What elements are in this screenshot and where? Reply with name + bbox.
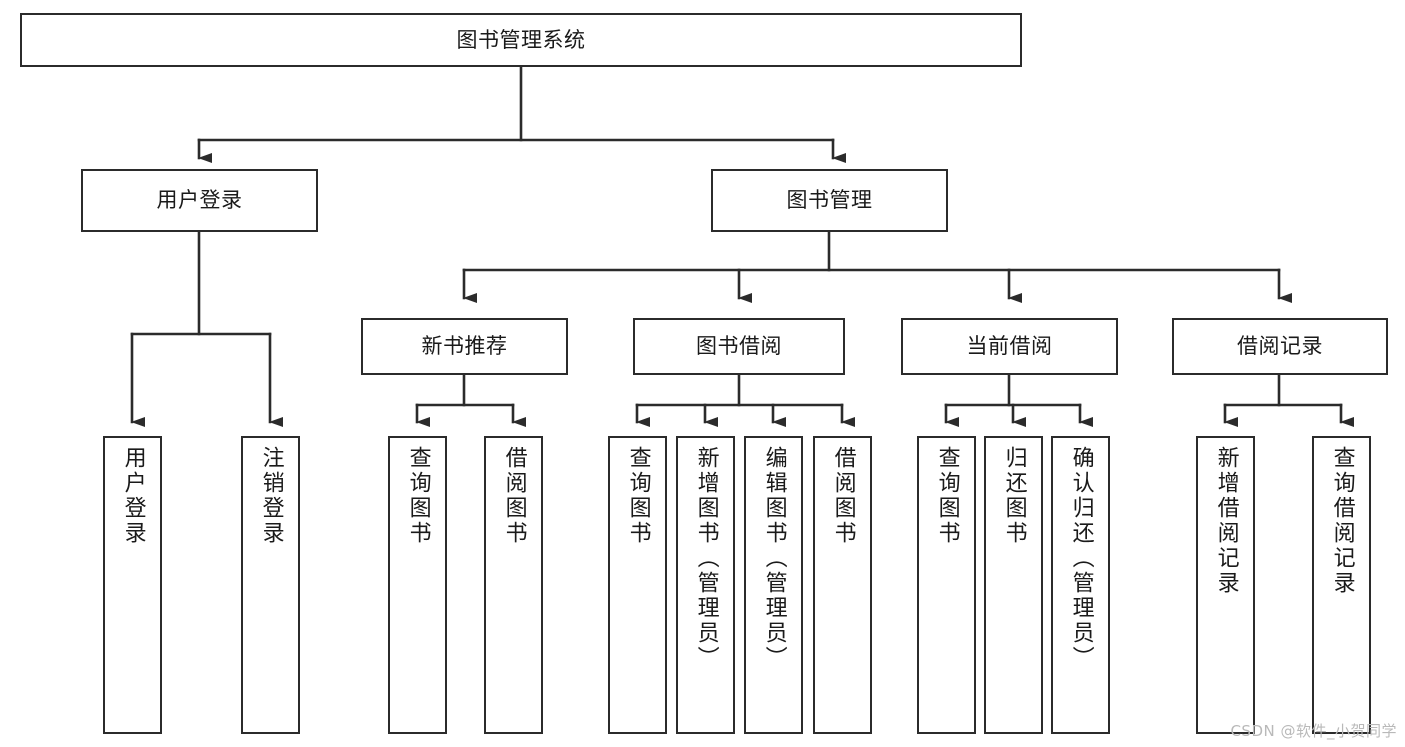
node-label: 图书管理 [786,188,873,213]
leaf-query-book-borrow[interactable]: 查询图书 [608,436,667,734]
node-label: 注销登录 [258,446,284,546]
node-label: 查询图书 [405,446,431,546]
leaf-confirm-return-admin[interactable]: 确认归还（管理员） [1051,436,1110,734]
node-label: 图书管理系统 [456,27,586,52]
node-user-login[interactable]: 用户登录 [81,169,318,232]
node-current-borrow[interactable]: 当前借阅 [901,318,1118,375]
leaf-borrow-book-recommend[interactable]: 借阅图书 [484,436,543,734]
node-label: 查询图书 [934,446,960,546]
leaf-borrow-book[interactable]: 借阅图书 [813,436,872,734]
node-book-borrow[interactable]: 图书借阅 [633,318,845,375]
node-label: 编辑图书（管理员） [761,446,787,671]
leaf-query-book-current[interactable]: 查询图书 [917,436,976,734]
node-book-management[interactable]: 图书管理 [711,169,948,232]
node-label: 查询借阅记录 [1329,446,1355,596]
leaf-query-book-recommend[interactable]: 查询图书 [388,436,447,734]
node-label: 新增图书（管理员） [693,446,719,671]
node-label: 用户登录 [156,188,243,213]
leaf-edit-book-admin[interactable]: 编辑图书（管理员） [744,436,803,734]
leaf-return-book[interactable]: 归还图书 [984,436,1043,734]
node-label: 归还图书 [1001,446,1027,546]
leaf-add-book-admin[interactable]: 新增图书（管理员） [676,436,735,734]
node-new-book-recommend[interactable]: 新书推荐 [361,318,568,375]
node-label: 当前借阅 [966,334,1053,359]
node-borrow-record[interactable]: 借阅记录 [1172,318,1388,375]
node-root-book-management-system[interactable]: 图书管理系统 [20,13,1022,67]
leaf-user-login[interactable]: 用户登录 [103,436,162,734]
watermark-text: CSDN @软件_小贺同学 [1230,722,1397,740]
node-label: 用户登录 [120,446,146,546]
leaf-logout-login[interactable]: 注销登录 [241,436,300,734]
node-label: 确认归还（管理员） [1068,446,1094,671]
node-label: 新增借阅记录 [1213,446,1239,596]
node-label: 查询图书 [625,446,651,546]
node-label: 新书推荐 [421,334,508,359]
node-label: 图书借阅 [696,334,782,359]
node-label: 借阅图书 [830,446,856,546]
leaf-query-borrow-record[interactable]: 查询借阅记录 [1312,436,1371,734]
leaf-add-borrow-record[interactable]: 新增借阅记录 [1196,436,1255,734]
node-label: 借阅记录 [1237,334,1323,359]
node-label: 借阅图书 [501,446,527,546]
